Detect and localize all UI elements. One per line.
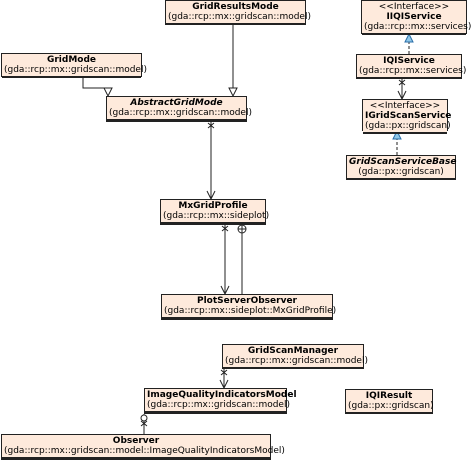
- class-name: GridScanManager: [247, 346, 339, 356]
- class-package: (gda::rcp::mx::gridscan::model): [4, 65, 147, 75]
- nesting-circle-2: [140, 414, 148, 422]
- class-header: Observer (gda::rcp::mx::gridscan::model:…: [2, 435, 285, 458]
- class-attributes: [166, 24, 305, 28]
- class-gridscanservicebase[interactable]: GridScanServiceBase (gda::px::gridscan): [346, 155, 456, 180]
- class-attributes: [223, 368, 363, 372]
- class-attributes: [357, 78, 461, 82]
- class-mxgridprofile[interactable]: MxGridProfile (gda::rcp::mx::sideplot): [160, 199, 269, 227]
- class-name: IQIService: [383, 56, 435, 66]
- class-attributes: [2, 77, 141, 81]
- class-package: (gda::rcp::mx::gridscan::model): [225, 356, 368, 366]
- class-name: MxGridProfile: [178, 201, 248, 211]
- class-header: GridResultsMode (gda::rcp::mx::gridscan:…: [166, 1, 311, 24]
- class-package: (gda::rcp::mx::gridscan::model): [147, 400, 290, 410]
- class-iqiservice[interactable]: IQIService (gda::rcp::mx::services): [356, 54, 466, 82]
- class-name: IGridScanService: [365, 111, 452, 121]
- class-name: GridScanServiceBase: [349, 157, 457, 167]
- class-attributes: [363, 133, 447, 137]
- class-attributes: [145, 412, 286, 416]
- class-package: (gda::rcp::mx::sideplot): [163, 211, 270, 221]
- edge-gridmode-abstractgridmode: [82, 77, 108, 96]
- class-package: (gda::rcp::mx::gridscan::model): [168, 12, 311, 22]
- class-attributes: [2, 458, 270, 462]
- class-attributes: [362, 34, 466, 38]
- class-package: (gda::px::gridscan): [348, 401, 434, 411]
- no-nav-mark-5: [140, 420, 148, 427]
- class-gridscanmanager[interactable]: GridScanManager (gda::rcp::mx::gridscan:…: [222, 344, 368, 372]
- class-name: PlotServerObserver: [196, 296, 297, 306]
- class-header: <<Interface>> IIQIService (gda::rcp::mx:…: [362, 1, 471, 34]
- class-header: GridScanServiceBase (gda::px::gridscan): [347, 156, 457, 179]
- class-iiqiservice[interactable]: <<Interface>> IIQIService (gda::rcp::mx:…: [361, 0, 471, 35]
- class-plotserverobserver[interactable]: PlotServerObserver (gda::rcp::mx::sidepl…: [161, 294, 336, 322]
- class-iqiresult[interactable]: IQIResult (gda::px::gridscan): [345, 389, 434, 417]
- no-nav-mark-2: [221, 225, 229, 232]
- class-name: AbstractGridMode: [130, 98, 223, 108]
- class-name: Observer: [112, 436, 160, 446]
- class-stereotype: <<Interface>>: [369, 101, 441, 111]
- class-imagequalityindicatorsmodel[interactable]: ImageQualityIndicatorsModel (gda::rcp::m…: [144, 388, 297, 416]
- class-gridresultsmode[interactable]: GridResultsMode (gda::rcp::mx::gridscan:…: [165, 0, 311, 28]
- class-header: GridScanManager (gda::rcp::mx::gridscan:…: [223, 345, 368, 368]
- class-attributes: [346, 413, 432, 417]
- class-package: (gda::rcp::mx::services): [364, 22, 472, 32]
- class-package: (gda::rcp::mx::gridscan::model::ImageQua…: [4, 446, 285, 456]
- class-header: GridMode (gda::rcp::mx::gridscan::model): [2, 54, 147, 77]
- class-package: (gda::rcp::mx::gridscan::model): [109, 108, 252, 118]
- class-package: (gda::rcp::mx::sideplot::MxGridProfile): [164, 306, 337, 316]
- class-header: PlotServerObserver (gda::rcp::mx::sidepl…: [162, 295, 336, 318]
- class-header: MxGridProfile (gda::rcp::mx::sideplot): [161, 200, 269, 223]
- class-abstractgridmode[interactable]: AbstractGridMode (gda::rcp::mx::gridscan…: [106, 96, 252, 124]
- class-attributes: [162, 318, 332, 322]
- class-attributes: [107, 120, 246, 124]
- class-name: GridMode: [46, 55, 97, 65]
- class-header: <<Interface>> IGridScanService (gda::px:…: [363, 100, 451, 133]
- class-name: IIQIService: [386, 12, 442, 22]
- class-name: IQIResult: [365, 391, 413, 401]
- class-stereotype: <<Interface>>: [378, 2, 450, 12]
- class-header: ImageQualityIndicatorsModel (gda::rcp::m…: [145, 389, 297, 412]
- class-header: AbstractGridMode (gda::rcp::mx::gridscan…: [107, 97, 252, 120]
- class-name: GridResultsMode: [192, 2, 279, 12]
- class-header: IQIService (gda::rcp::mx::services): [357, 55, 466, 78]
- class-package: (gda::rcp::mx::services): [359, 66, 467, 76]
- class-package: (gda::px::gridscan): [358, 167, 444, 177]
- class-observer[interactable]: Observer (gda::rcp::mx::gridscan::model:…: [1, 434, 285, 462]
- class-igridscanservice[interactable]: <<Interface>> IGridScanService (gda::px:…: [362, 99, 451, 134]
- class-package: (gda::px::gridscan): [365, 121, 451, 131]
- no-nav-mark-1: [207, 122, 215, 129]
- class-attributes: [347, 179, 455, 183]
- class-attributes: [161, 223, 265, 227]
- class-name: ImageQualityIndicatorsModel: [147, 390, 297, 400]
- class-header: IQIResult (gda::px::gridscan): [346, 390, 434, 413]
- class-gridmode[interactable]: GridMode (gda::rcp::mx::gridscan::model): [1, 53, 147, 78]
- no-nav-mark-4: [220, 369, 228, 376]
- no-nav-mark-3: [398, 79, 406, 86]
